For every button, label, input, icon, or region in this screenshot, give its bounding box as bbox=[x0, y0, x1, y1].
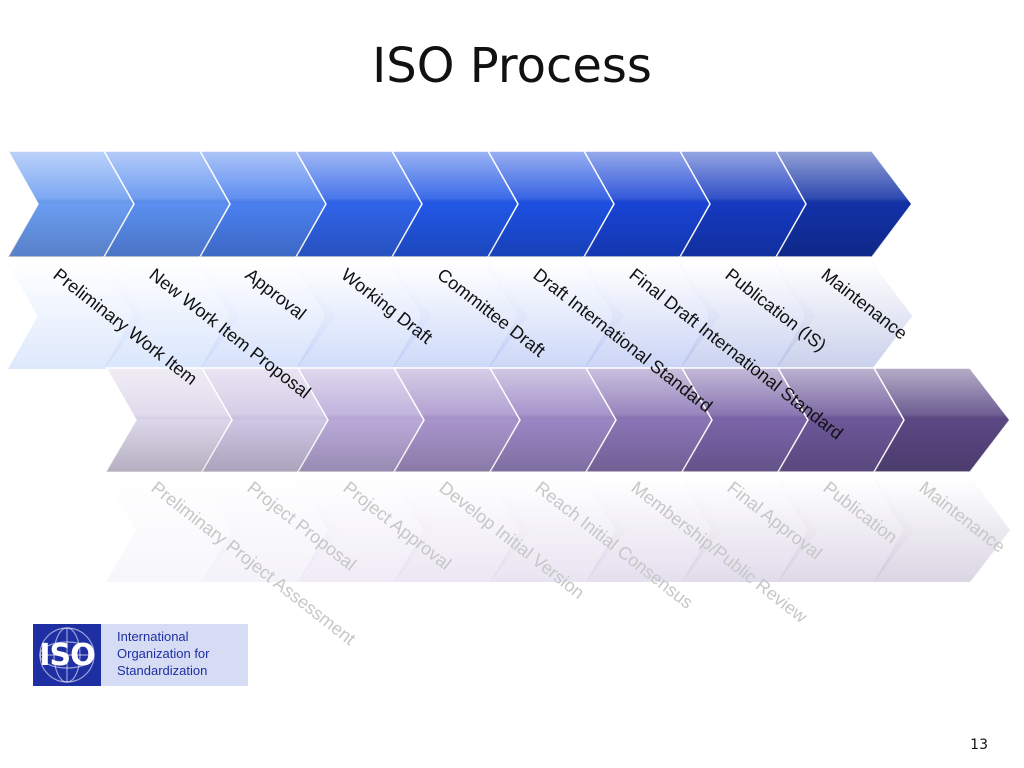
row2-step-2-reflection bbox=[202, 478, 338, 582]
row1-step-7-chevron bbox=[582, 150, 721, 258]
row1-step-2-reflection bbox=[104, 263, 240, 369]
row2-step-2-chevron bbox=[200, 367, 339, 473]
logo-text: International Organization for Standardi… bbox=[117, 628, 210, 679]
row1-step-8-reflection bbox=[680, 263, 816, 369]
logo-line-2: Organization for bbox=[117, 646, 210, 661]
row2-step-1-chevron bbox=[104, 367, 243, 473]
row2-step-6-reflection bbox=[586, 478, 722, 582]
row1-step-6-chevron bbox=[486, 150, 625, 258]
slide-title: ISO Process bbox=[372, 38, 652, 94]
row1-step-4-chevron bbox=[294, 150, 433, 258]
row1-step-9-reflection bbox=[776, 263, 912, 369]
row1-step-8-chevron bbox=[678, 150, 817, 258]
row2-step-6-chevron bbox=[584, 367, 723, 473]
row2-step-5-reflection bbox=[490, 478, 626, 582]
row1-chevrons bbox=[6, 150, 913, 258]
iso-globe-mark: ISO bbox=[33, 624, 101, 686]
row2-step-4-reflection bbox=[394, 478, 530, 582]
row1-step-2-chevron bbox=[102, 150, 241, 258]
row1-step-5-reflection bbox=[392, 263, 528, 369]
globe-icon bbox=[39, 627, 95, 683]
logo-line-3: Standardization bbox=[117, 663, 208, 678]
row1-reflections bbox=[8, 263, 912, 369]
row2-step-1-reflection bbox=[106, 478, 242, 582]
row1-step-1-reflection bbox=[8, 263, 144, 369]
row1-step-1-chevron bbox=[6, 150, 145, 258]
row1-step-4-reflection bbox=[296, 263, 432, 369]
row1-step-7-reflection bbox=[584, 263, 720, 369]
row1-step-5-chevron bbox=[390, 150, 529, 258]
row2-step-3-reflection bbox=[298, 478, 434, 582]
row1-step-9-chevron bbox=[774, 150, 913, 258]
row2-step-5-chevron bbox=[488, 367, 627, 473]
row2-step-9-reflection bbox=[874, 478, 1010, 582]
logo-letters: ISO bbox=[39, 638, 95, 673]
row2-step-3-chevron bbox=[296, 367, 435, 473]
row1-step-6-reflection bbox=[488, 263, 624, 369]
page-number: 13 bbox=[970, 737, 988, 753]
row2-step-4-chevron bbox=[392, 367, 531, 473]
row1-step-3-reflection bbox=[200, 263, 336, 369]
row2-chevrons bbox=[104, 367, 1011, 473]
row2-step-8-chevron bbox=[776, 367, 915, 473]
row1-step-3-chevron bbox=[198, 150, 337, 258]
row2-step-7-chevron bbox=[680, 367, 819, 473]
row2-step-9-chevron bbox=[872, 367, 1011, 473]
row2-reflections bbox=[106, 478, 1010, 582]
row2-step-8-reflection bbox=[778, 478, 914, 582]
row2-step-7-reflection bbox=[682, 478, 818, 582]
logo-line-1: International bbox=[117, 629, 189, 644]
iso-logo: ISO International Organization for Stand… bbox=[33, 624, 248, 686]
